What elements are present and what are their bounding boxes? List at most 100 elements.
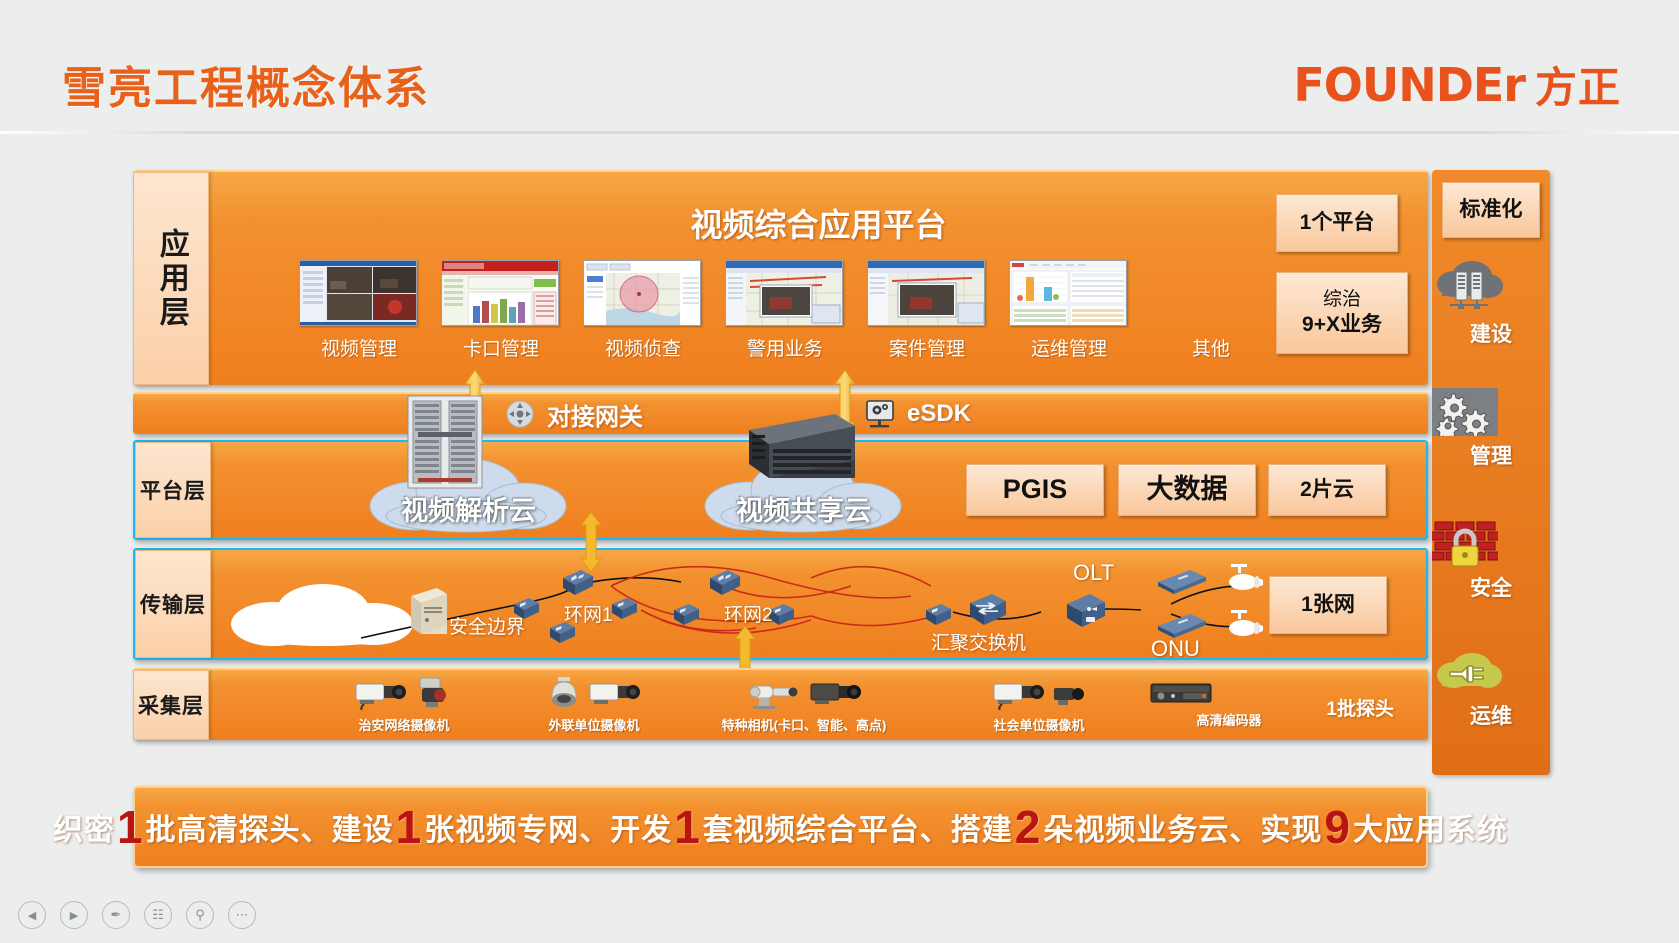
collection-layer: 采集层 [133, 668, 1428, 740]
chip-pgis: PGIS [966, 464, 1104, 516]
gateway-group-esdk: eSDK [863, 397, 971, 431]
device-label: 高清编码器 [1196, 713, 1262, 728]
app-item-video-management[interactable]: 视频管理 [299, 260, 419, 361]
side-item-construction[interactable]: 建设 [1432, 258, 1550, 348]
switch-icon-5 [766, 602, 796, 628]
banner-number: 1 [117, 801, 144, 853]
transmission-layer: 传输层 [133, 512, 1428, 686]
logo-chinese-name: 方正 [1534, 64, 1621, 111]
device-hd-encoder: 高清编码器 [1149, 676, 1309, 729]
gateway-icon [503, 397, 537, 431]
transmission-layer-label: 传输层 [135, 550, 211, 658]
side-item-label: 管理 [1470, 445, 1512, 468]
banner-number: 9 [1324, 801, 1351, 853]
app-item-police-business[interactable]: 警用业务 [725, 260, 845, 361]
app-label: 视频管理 [320, 339, 397, 360]
gateway-label: 对接网关 [547, 403, 643, 431]
chip-bigdata: 大数据 [1118, 464, 1256, 516]
banner-number: 1 [674, 801, 701, 853]
map-video-screenshot [725, 260, 843, 326]
arrow-platform-transmission [579, 512, 603, 572]
esdk-monitor-icon [863, 397, 897, 431]
zoom-icon: ⚲ [195, 907, 205, 922]
router-icon-1 [559, 568, 595, 598]
app-item-case-management[interactable]: 案件管理 [867, 260, 987, 361]
gears-icon [1432, 388, 1550, 436]
app-label: 警用业务 [746, 339, 823, 360]
app-item-video-investigation[interactable]: 视频侦查 [583, 260, 703, 361]
banner-text-segment: 织密 [53, 814, 116, 847]
collection-layer-label: 采集层 [133, 670, 209, 740]
banner-text-segment: 批高清探头、建设 [145, 814, 394, 847]
header-divider [0, 131, 1679, 134]
device-label: 特种相机(卡口、智能、高点) [721, 718, 887, 733]
plug-cloud-icon [1432, 648, 1550, 696]
ptz-camera-icon [745, 676, 863, 710]
more-icon: ⋯ [235, 907, 249, 922]
case-video-screenshot [867, 260, 985, 326]
switch-icon-4 [671, 602, 701, 628]
onu-icon-2 [1156, 612, 1208, 640]
founder-logo: FOUNDEr 方正 [1293, 54, 1621, 115]
next-slide-button[interactable]: ▶ [60, 901, 88, 929]
bullet-camera-icon-1 [1219, 564, 1265, 596]
map-radius-screenshot [583, 260, 701, 326]
logo-wordmark: FOUNDEr [1293, 57, 1526, 112]
cloud-shape-2 [704, 458, 902, 533]
application-layer: 应用层 视频综合应用平台 [133, 170, 1428, 385]
white-cloud-shape [231, 584, 413, 646]
security-boundary-label: 安全边界 [449, 617, 526, 638]
side-item-label: 建设 [1470, 323, 1512, 346]
banner-text-segment: 朵视频业务云、实现 [1043, 814, 1323, 847]
bar-chart-report-screenshot [441, 260, 559, 326]
application-layer-label: 应用层 [133, 172, 209, 385]
olt-label: OLT [1073, 560, 1115, 585]
app-item-other[interactable]: 其他 [1151, 260, 1271, 361]
device-label: 社会单位摄像机 [993, 718, 1085, 733]
summary-banner-text: 织密1批高清探头、建设1张视频专网、开发1套视频综合平台、搭建2朵视频业务云、实… [53, 800, 1508, 854]
cloud-label-2: 视频共享云 [736, 496, 871, 526]
zoom-tool-button[interactable]: ⚲ [186, 901, 214, 929]
chip-label: 2片云 [1300, 477, 1354, 501]
platform-layer: 平台层 [133, 395, 1428, 540]
firewall-lock-icon [1432, 518, 1550, 568]
chip-label-line2: 9+X业务 [1302, 312, 1382, 336]
bullet-camera-icon [992, 676, 1086, 710]
banner-text-segment: 套视频综合平台、搭建 [702, 814, 1013, 847]
switch-icon-6 [923, 602, 953, 628]
previous-slide-button[interactable]: ◀ [18, 901, 46, 929]
more-tool-button[interactable]: ⋯ [228, 901, 256, 929]
chip-label: 1张网 [1301, 592, 1355, 616]
standardization-column: 标准化 建设 [1432, 170, 1550, 775]
chip-one-network: 1张网 [1269, 576, 1387, 634]
gateway-group-docking: 对接网关 [503, 397, 643, 432]
server-icon [407, 586, 451, 636]
app-label: 视频侦查 [604, 339, 681, 360]
switch-icon-2 [609, 596, 639, 622]
switch-icon-aggregation [966, 592, 1010, 628]
ring-network-1-label: 环网1 [564, 605, 613, 626]
pen-tool-button[interactable]: ✒ [102, 901, 130, 929]
chip-standardization: 标准化 [1442, 182, 1540, 238]
app-item-checkpoint-management[interactable]: 卡口管理 [441, 260, 561, 361]
side-item-security[interactable]: 安全 [1432, 518, 1550, 602]
app-item-om-management[interactable]: 运维管理 [1009, 260, 1129, 361]
side-item-operations[interactable]: 运维 [1432, 648, 1550, 730]
side-item-label: 运维 [1470, 705, 1512, 728]
onu-icon-1 [1156, 568, 1208, 596]
app-label: 运维管理 [1030, 339, 1107, 360]
menu-tool-button[interactable]: ☷ [144, 901, 172, 929]
collection-note: 1批探头 [1326, 699, 1394, 720]
cloud-server-icon [1432, 258, 1550, 314]
app-label: 卡口管理 [462, 339, 539, 360]
chip-label-line1: 综治 [1322, 289, 1361, 310]
menu-icon: ☷ [152, 907, 164, 922]
cloud-shape-1 [369, 458, 567, 533]
side-item-management[interactable]: 管理 [1432, 388, 1550, 470]
switch-icon-1 [511, 596, 541, 622]
prev-icon: ◀ [27, 909, 37, 922]
switch-icon-3 [547, 620, 577, 646]
page-header: 雪亮工程概念体系 FOUNDEr 方正 [0, 0, 1679, 140]
transmission-layer-body: 安全边界 [211, 512, 1426, 686]
device-external-unit-camera: 外联单位摄像机 [509, 676, 679, 734]
